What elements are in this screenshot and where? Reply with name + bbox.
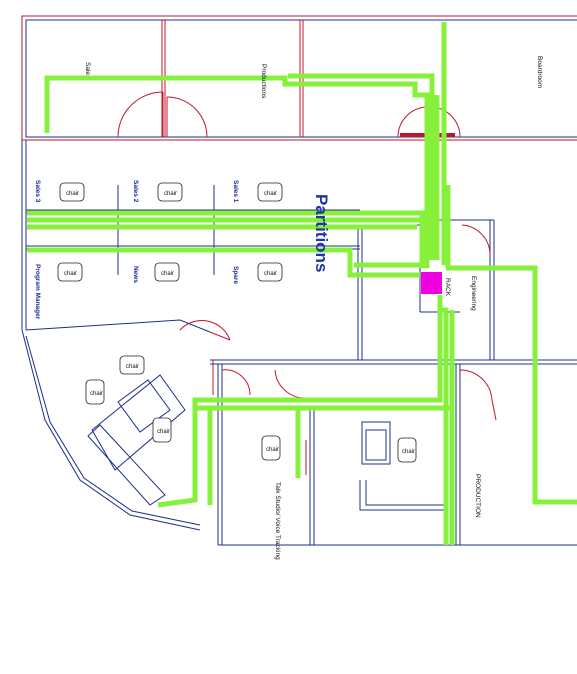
desk-label-sales3: Sales 3 [34, 180, 41, 203]
desk-labels: Sales 3 Sales 2 Sales 1 Program Manager … [34, 180, 239, 320]
chair: chair [157, 182, 183, 202]
svg-text:chair: chair [264, 271, 277, 277]
room-label-engineering: Engineering [470, 276, 477, 311]
chair: chair [397, 437, 417, 463]
room-label-sale: Sale [84, 62, 91, 75]
svg-text:chair: chair [64, 271, 77, 277]
desk-label-program-manager: Program Manager [34, 264, 41, 320]
svg-text:chair: chair [90, 391, 103, 397]
network-cables [27, 22, 577, 545]
chairs: chair chair chair chair chair chair chai… [57, 182, 417, 463]
desk-label-news: News [132, 266, 139, 283]
svg-text:chair: chair [264, 191, 277, 197]
svg-text:chair: chair [402, 449, 415, 455]
chair: chair [152, 417, 172, 443]
rack-label: RACK [444, 278, 451, 297]
desk-label-sales1: Sales 1 [232, 180, 239, 203]
room-labels: Sale Productions Boardroom Engineering R… [84, 56, 543, 560]
chair: chair [257, 182, 283, 202]
chair: chair [57, 262, 83, 282]
svg-text:chair: chair [164, 191, 177, 197]
svg-text:chair: chair [126, 364, 139, 370]
desk-label-spare: Spare [232, 266, 239, 284]
svg-text:chair: chair [66, 191, 79, 197]
room-label-boardroom: Boardroom [536, 56, 543, 88]
room-label-production: PRODUCTION [474, 474, 481, 518]
lounge-furniture [87, 374, 186, 506]
plan-title: Partitions [312, 194, 331, 272]
chair: chair [119, 355, 145, 375]
chair: chair [154, 262, 180, 282]
svg-text:chair: chair [161, 271, 174, 277]
room-label-talk-studio: Talk Studio/ Voice Tracking [274, 482, 281, 560]
svg-text:chair: chair [266, 447, 279, 453]
chair: chair [59, 182, 85, 202]
room-label-productions: Productions [260, 64, 267, 99]
desk-label-sales2: Sales 2 [132, 180, 139, 203]
svg-text:chair: chair [157, 429, 170, 435]
chair: chair [257, 262, 283, 282]
rack-block [421, 272, 442, 294]
chair: chair [85, 379, 105, 405]
chair: chair [261, 435, 281, 461]
